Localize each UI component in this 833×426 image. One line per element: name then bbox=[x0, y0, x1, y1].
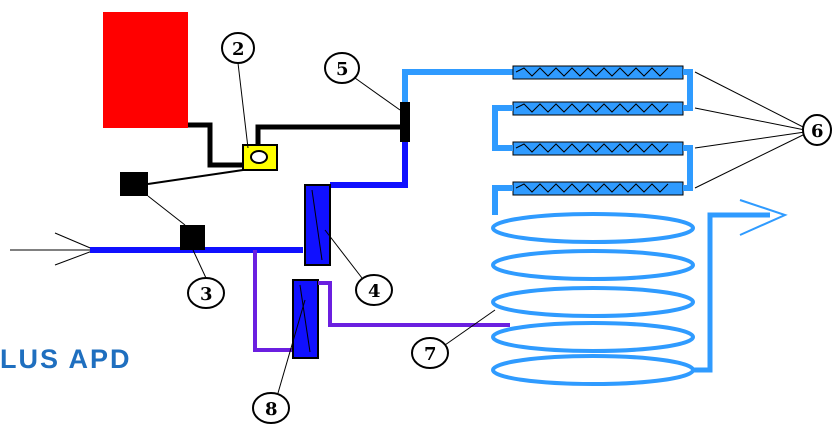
label-6: 6 bbox=[802, 114, 832, 146]
label-5: 5 bbox=[324, 52, 401, 111]
sensor-line bbox=[147, 169, 244, 185]
coil-3 bbox=[491, 286, 695, 318]
sensor-block bbox=[120, 172, 148, 196]
pipe-violet-branch bbox=[253, 250, 293, 352]
svg-text:4: 4 bbox=[368, 281, 381, 302]
valve-circle bbox=[250, 150, 268, 164]
heat-exchanger-coil bbox=[491, 212, 695, 386]
filter-8-stripe bbox=[299, 284, 311, 353]
heater-1 bbox=[512, 65, 684, 80]
inlet-arrow bbox=[54, 232, 97, 266]
label-8: 8 bbox=[252, 299, 306, 424]
pipe-hot-up bbox=[402, 69, 515, 102]
coil-5 bbox=[491, 354, 695, 386]
svg-text:7: 7 bbox=[424, 344, 437, 365]
heater-3 bbox=[512, 141, 684, 156]
outlet-arrow bbox=[739, 199, 788, 236]
pipe-cold-up bbox=[330, 142, 408, 188]
label-4: 4 bbox=[324, 229, 393, 306]
svg-text:8: 8 bbox=[265, 399, 278, 420]
svg-text:6: 6 bbox=[811, 121, 824, 142]
label-7: 7 bbox=[411, 309, 496, 369]
heater-pattern bbox=[515, 67, 669, 193]
filter-4-stripe bbox=[311, 189, 323, 261]
heater-rails bbox=[512, 65, 684, 196]
heater-4 bbox=[512, 181, 684, 196]
pipe-violet-to-coil bbox=[318, 281, 510, 327]
pipe-tank-to-valve bbox=[188, 122, 248, 168]
coil-4 bbox=[491, 321, 695, 353]
label-3: 3 bbox=[187, 249, 225, 309]
leader-lines-6 bbox=[694, 71, 806, 189]
outlet-pipe bbox=[693, 212, 770, 373]
coil-1 bbox=[491, 212, 695, 244]
heater-connectors bbox=[492, 69, 693, 215]
heater-2 bbox=[512, 101, 684, 116]
red-tank bbox=[103, 12, 188, 128]
caption-text: LUS APD bbox=[0, 344, 132, 374]
coil-2 bbox=[491, 249, 695, 281]
svg-text:5: 5 bbox=[336, 59, 349, 80]
sensor-to-block3 bbox=[147, 195, 186, 226]
svg-text:3: 3 bbox=[200, 284, 213, 305]
label-2: 2 bbox=[221, 32, 255, 149]
junction-block-5 bbox=[400, 102, 410, 142]
block-3 bbox=[180, 225, 205, 250]
svg-text:2: 2 bbox=[232, 39, 245, 60]
pipe-valve-to-junction bbox=[255, 124, 405, 145]
